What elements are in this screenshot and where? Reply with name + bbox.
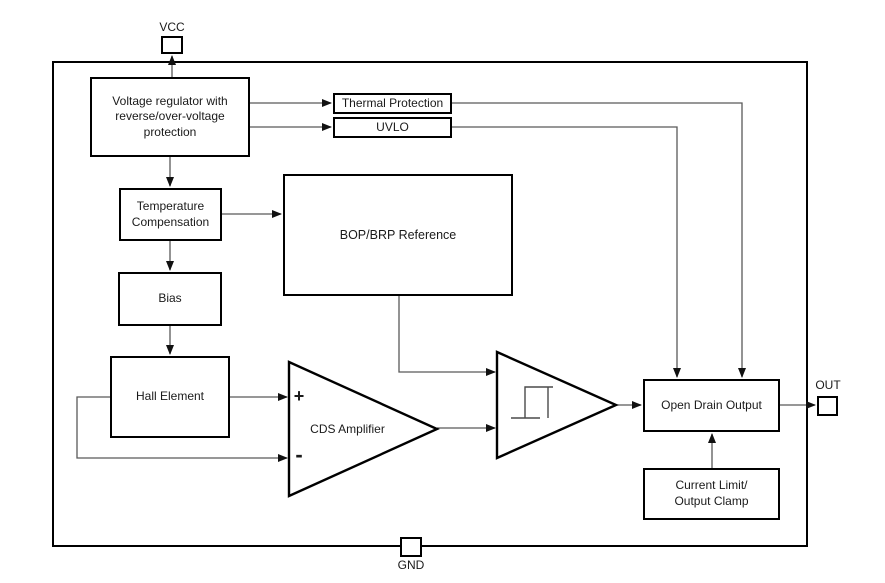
block-bias: Bias xyxy=(118,272,222,326)
wire-hall-to-amp-minus xyxy=(76,396,288,462)
wire-uvlo-to-open-drain xyxy=(452,126,681,378)
vcc-pin-label: VCC xyxy=(159,20,185,34)
out-pin xyxy=(817,396,838,416)
wire-bop-to-schmitt xyxy=(398,296,496,376)
block-uvlo: UVLO xyxy=(333,117,452,138)
amp-plus-input-label: + xyxy=(293,386,305,406)
block-temperature-compensation: Temperature Compensation xyxy=(119,188,222,241)
wire-thermal-to-open-drain xyxy=(452,102,746,378)
block-voltage-regulator: Voltage regulator with reverse/over-volt… xyxy=(90,77,250,157)
block-thermal-protection: Thermal Protection xyxy=(333,93,452,114)
out-pin-label: OUT xyxy=(815,378,841,392)
block-hall-element: Hall Element xyxy=(110,356,230,438)
chip-outline xyxy=(52,61,808,547)
hysteresis-icon xyxy=(511,386,553,419)
cds-amplifier-triangle xyxy=(287,360,440,498)
block-open-drain-output: Open Drain Output xyxy=(643,379,780,432)
cds-amplifier-label: CDS Amplifier xyxy=(310,422,385,436)
gnd-pin xyxy=(400,537,422,557)
schmitt-trigger-triangle xyxy=(495,350,619,460)
block-current-limit-output-clamp: Current Limit/ Output Clamp xyxy=(643,468,780,520)
vcc-pin xyxy=(161,36,183,54)
amp-minus-input-label: - xyxy=(295,442,303,467)
gnd-pin-label: GND xyxy=(397,558,425,572)
block-bop-brp-reference: BOP/BRP Reference xyxy=(283,174,513,296)
